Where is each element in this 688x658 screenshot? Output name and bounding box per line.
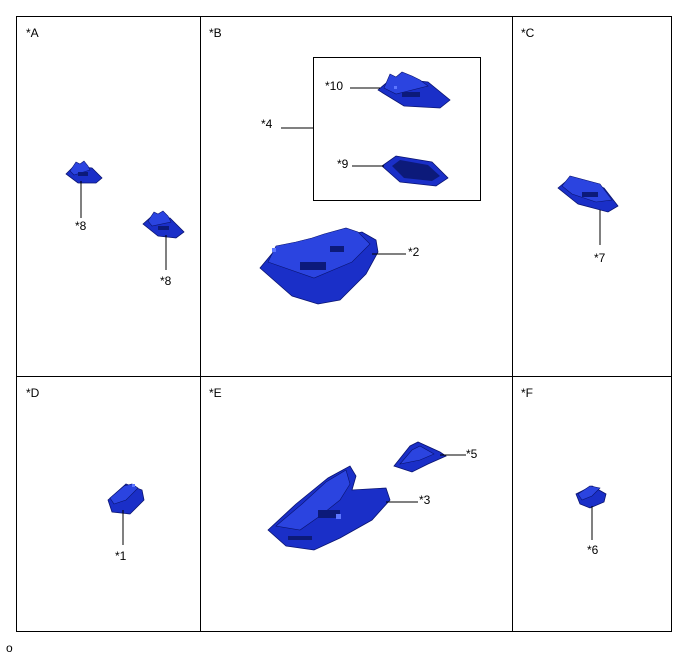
callout-2: *2 [408, 245, 420, 259]
part-1 [107, 483, 145, 515]
part-8-upper [65, 160, 103, 184]
callout-8-lower: *8 [160, 274, 172, 288]
callout-7: *7 [594, 251, 606, 265]
part-5 [393, 441, 447, 473]
callout-9: *9 [337, 157, 349, 171]
callout-6: *6 [587, 543, 599, 557]
part-6 [575, 485, 607, 509]
part-8-lower [142, 210, 185, 239]
part-7 [557, 175, 619, 213]
callout-8-upper: *8 [75, 219, 87, 233]
part-10 [377, 71, 451, 109]
callout-5: *5 [466, 447, 478, 461]
callout-3: *3 [419, 493, 431, 507]
panel-label-a: *A [26, 26, 39, 40]
diagram-frame [16, 16, 672, 632]
callout-1: *1 [115, 549, 127, 563]
part-3 [267, 465, 391, 551]
part-2 [259, 227, 379, 305]
callout-4: *4 [261, 117, 273, 131]
panel-label-d: *D [26, 386, 40, 400]
callout-10: *10 [325, 79, 343, 93]
part-9 [381, 155, 449, 187]
panel-label-e: *E [209, 386, 222, 400]
panel-label-f: *F [521, 386, 533, 400]
panel-label-c: *C [521, 26, 535, 40]
footer-code: o [6, 641, 13, 655]
subassembly-box-4 [313, 57, 481, 201]
panel-label-b: *B [209, 26, 222, 40]
